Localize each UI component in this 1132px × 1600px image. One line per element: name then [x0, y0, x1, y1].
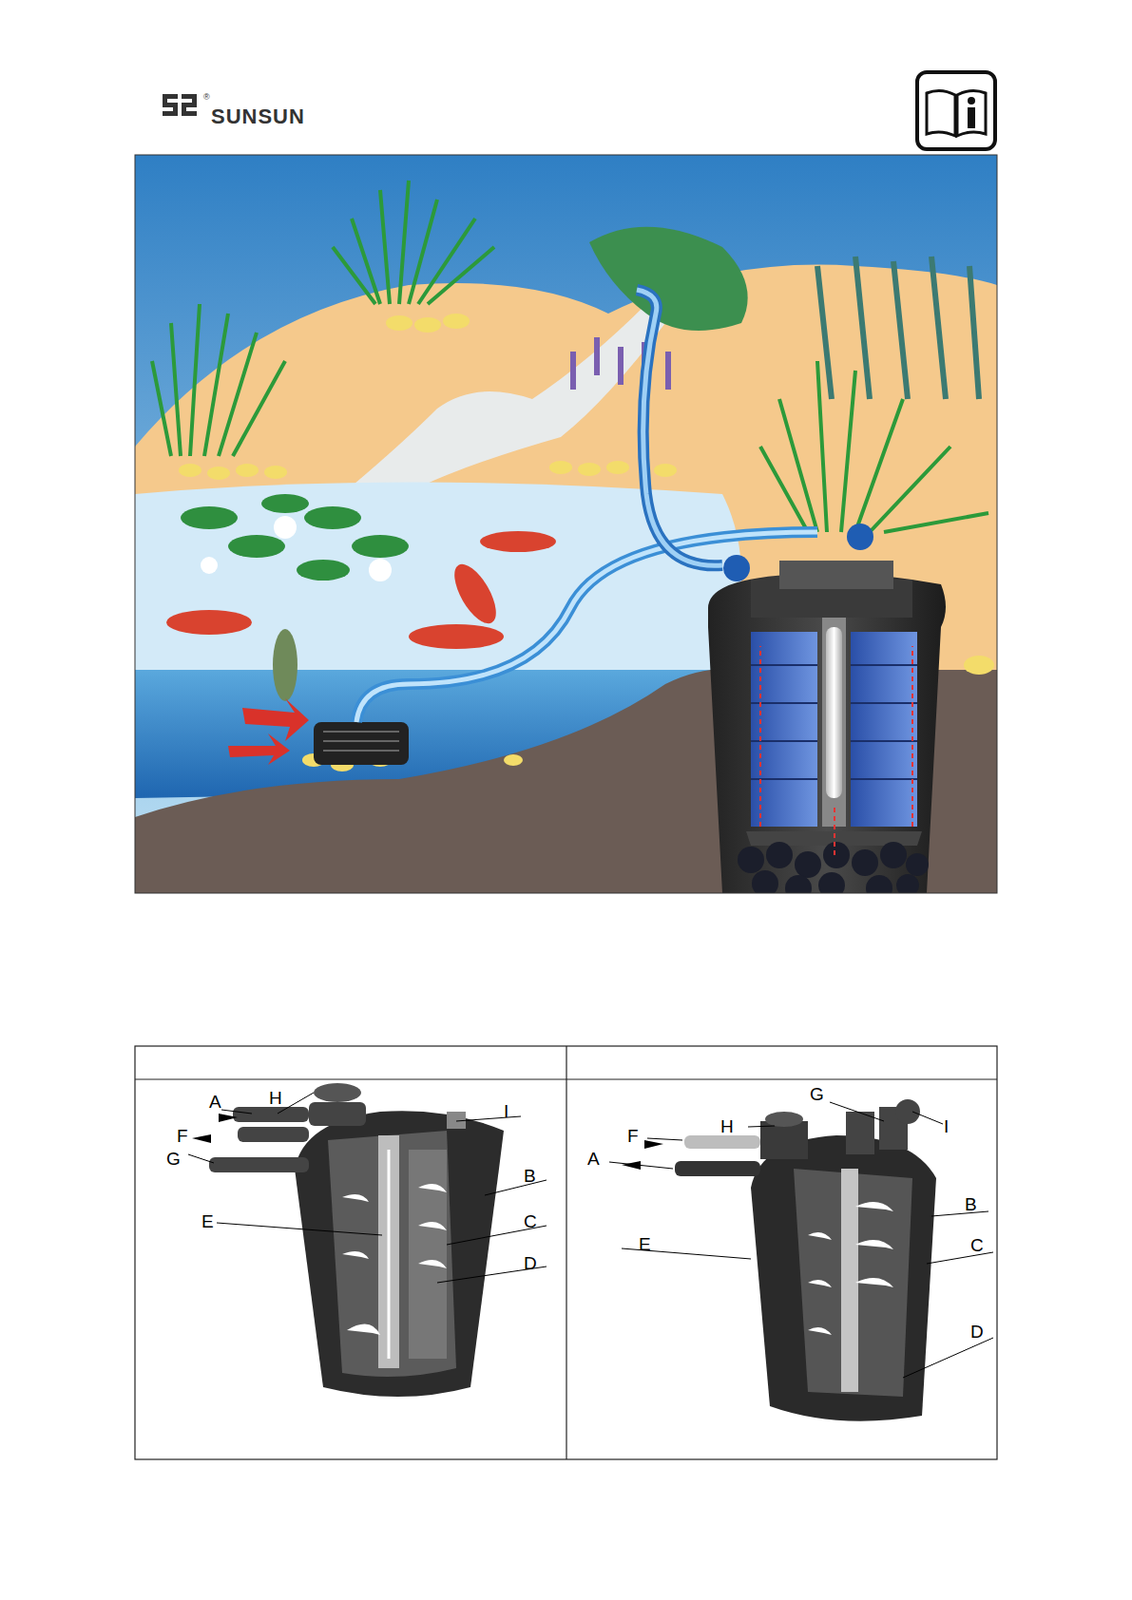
- callout-letter: B: [964, 1195, 978, 1214]
- callout-letter: H: [268, 1089, 283, 1108]
- callout-letter: D: [523, 1254, 538, 1273]
- callout-letter: G: [809, 1085, 825, 1104]
- pond-scene: [134, 154, 998, 894]
- callout-letter: G: [166, 1150, 181, 1169]
- logo-mark: [162, 94, 197, 116]
- callout-letter: I: [503, 1102, 509, 1121]
- callout-letter: C: [523, 1212, 538, 1231]
- callout-letter: F: [176, 1127, 189, 1146]
- callout-letter: A: [587, 1150, 600, 1169]
- callout-letter: E: [638, 1235, 652, 1254]
- callout-letter: I: [943, 1117, 949, 1136]
- callout-letter: A: [209, 1093, 222, 1112]
- brand-name: SUNSUN: [211, 106, 306, 128]
- figure-table: [134, 1046, 998, 1460]
- callout-letter: C: [970, 1236, 984, 1255]
- callout-letter: H: [720, 1117, 734, 1136]
- callout-letter: E: [201, 1212, 214, 1231]
- info-icon: [917, 72, 996, 150]
- filter-cutaway-left: [188, 1083, 547, 1398]
- callout-letter: D: [970, 1323, 984, 1342]
- callout-letter: B: [523, 1167, 537, 1186]
- filter-cutaway-right: [609, 1099, 994, 1422]
- registered-mark: ®: [203, 93, 211, 102]
- callout-letter: F: [627, 1127, 639, 1146]
